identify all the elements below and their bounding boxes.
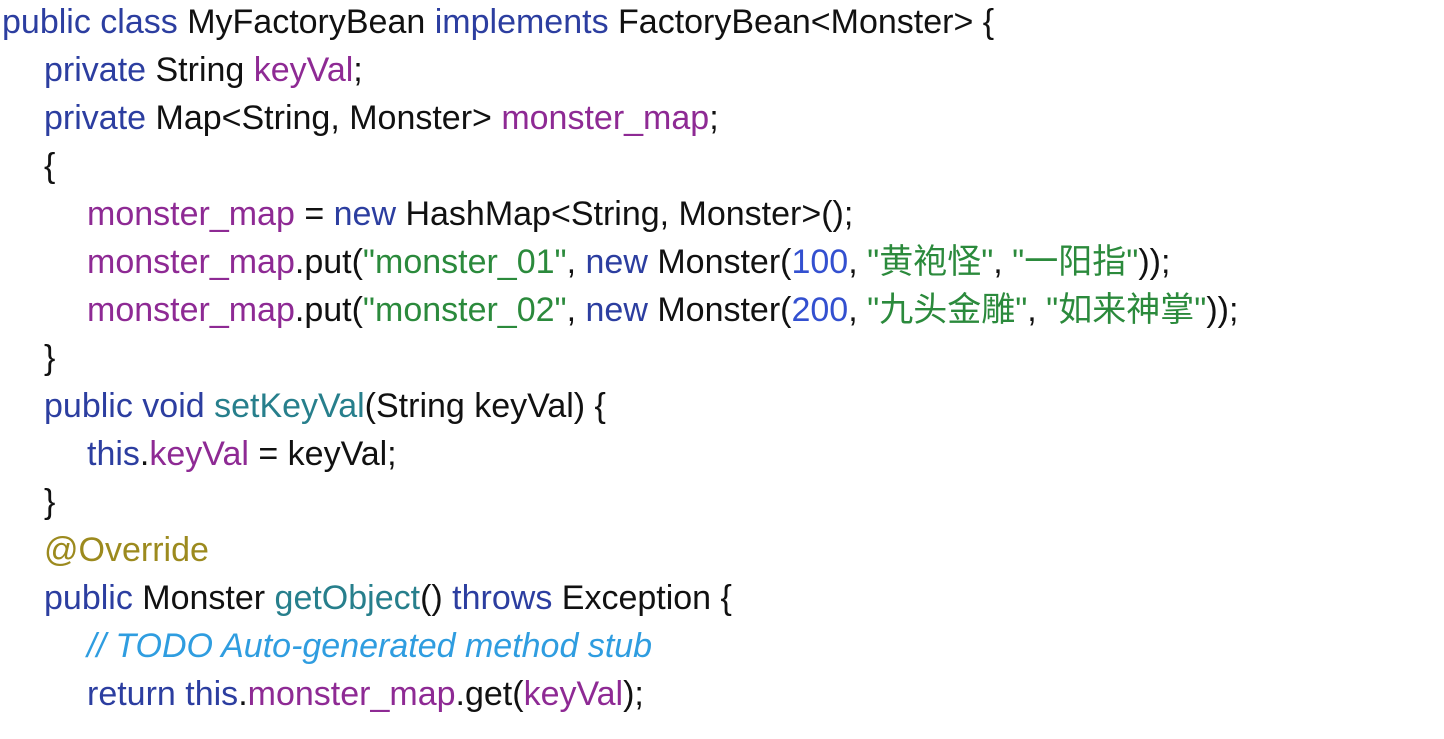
code-token-plain: )); — [1206, 291, 1239, 329]
code-token-str: "monster_02" — [362, 291, 567, 329]
code-token-plain: , — [848, 291, 868, 329]
code-line[interactable]: { — [0, 142, 1238, 190]
code-token-field: monster_map — [87, 243, 295, 281]
code-token-plain: .put( — [294, 243, 363, 281]
code-token-plain: )); — [1138, 243, 1171, 281]
code-token-plain: ; — [353, 51, 363, 89]
code-token-plain: Monster( — [657, 291, 792, 329]
code-token-plain: Exception { — [561, 579, 732, 617]
code-line[interactable]: public Monster getObject() throws Except… — [0, 574, 1238, 622]
code-token-plain: () — [420, 579, 453, 617]
code-token-kw: new — [585, 291, 658, 329]
code-token-kw: private — [44, 51, 156, 89]
code-token-comment: // TODO Auto-generated method stub — [87, 627, 653, 665]
code-line[interactable]: private String keyVal; — [0, 46, 1238, 94]
code-token-kw: return — [87, 675, 186, 713]
code-token-kw: new — [333, 195, 406, 233]
code-editor[interactable]: public class MyFactoryBean implements Fa… — [0, 0, 1238, 718]
code-token-num: 200 — [791, 291, 849, 329]
code-line[interactable]: @Override — [0, 526, 1238, 574]
code-line[interactable]: monster_map = new HashMap<String, Monste… — [0, 190, 1238, 238]
code-token-plain: , — [993, 243, 1013, 281]
code-token-plain: = — [294, 195, 334, 233]
code-token-plain: . — [139, 435, 150, 473]
code-token-str: "monster_01" — [362, 243, 567, 281]
code-token-plain: , — [1027, 291, 1047, 329]
code-token-kw: new — [585, 243, 658, 281]
code-token-plain: . — [238, 675, 248, 713]
code-token-str: "一阳指" — [1012, 243, 1139, 281]
code-token-plain: = keyVal; — [248, 435, 397, 473]
code-token-plain: (String keyVal) { — [364, 387, 606, 425]
code-token-plain: } — [44, 339, 56, 377]
code-token-str: "如来神掌" — [1046, 291, 1207, 329]
code-token-kw: public — [44, 579, 143, 617]
code-token-kw: public void — [44, 387, 215, 425]
code-token-plain: HashMap<String, Monster>(); — [405, 195, 854, 233]
code-line[interactable]: monster_map.put("monster_01", new Monste… — [0, 238, 1238, 286]
code-token-kw: implements — [434, 3, 619, 41]
code-token-plain: String — [155, 51, 254, 89]
code-token-plain: ); — [623, 675, 644, 713]
code-token-anno: @Override — [44, 531, 209, 569]
code-token-method: getObject — [274, 579, 421, 617]
code-token-plain: FactoryBean<Monster> { — [618, 3, 995, 41]
code-token-plain: , — [566, 243, 586, 281]
code-line[interactable]: private Map<String, Monster> monster_map… — [0, 94, 1238, 142]
code-token-num: 100 — [791, 243, 849, 281]
code-token-field: keyVal — [253, 51, 354, 89]
code-token-kw: this — [87, 435, 140, 473]
code-line[interactable]: this.keyVal = keyVal; — [0, 430, 1238, 478]
code-token-plain: , — [566, 291, 586, 329]
code-line[interactable]: public void setKeyVal(String keyVal) { — [0, 382, 1238, 430]
code-token-plain: Monster — [142, 579, 275, 617]
code-line[interactable]: public class MyFactoryBean implements Fa… — [0, 0, 1238, 46]
code-token-field: keyVal — [149, 435, 249, 473]
code-token-plain: , — [848, 243, 868, 281]
code-token-plain: ; — [709, 99, 719, 137]
code-token-plain: Map<String, Monster> — [155, 99, 502, 137]
code-token-field: keyVal — [523, 675, 624, 713]
code-token-method: setKeyVal — [214, 387, 365, 425]
code-token-str: "九头金雕" — [867, 291, 1028, 329]
code-line[interactable]: monster_map.put("monster_02", new Monste… — [0, 286, 1238, 334]
code-line[interactable]: return this.monster_map.get(keyVal); — [0, 670, 1238, 718]
code-token-plain: } — [44, 483, 56, 521]
code-token-field: monster_map — [87, 195, 295, 233]
code-token-kw: public class — [2, 3, 188, 41]
code-token-str: "黄袍怪" — [867, 243, 994, 281]
code-token-plain: MyFactoryBean — [187, 3, 435, 41]
code-token-plain: .get( — [455, 675, 524, 713]
code-line[interactable]: } — [0, 478, 1238, 526]
code-token-plain: .put( — [294, 291, 363, 329]
code-token-kw: private — [44, 99, 156, 137]
code-token-plain: Monster( — [657, 243, 792, 281]
code-token-field: monster_map — [87, 291, 295, 329]
code-token-field: monster_map — [247, 675, 456, 713]
code-token-plain: { — [44, 147, 56, 185]
code-token-field: monster_map — [501, 99, 710, 137]
code-token-kw: throws — [452, 579, 562, 617]
code-line[interactable]: } — [0, 334, 1238, 382]
code-token-kw: this — [185, 675, 239, 713]
code-line[interactable]: // TODO Auto-generated method stub — [0, 622, 1238, 670]
